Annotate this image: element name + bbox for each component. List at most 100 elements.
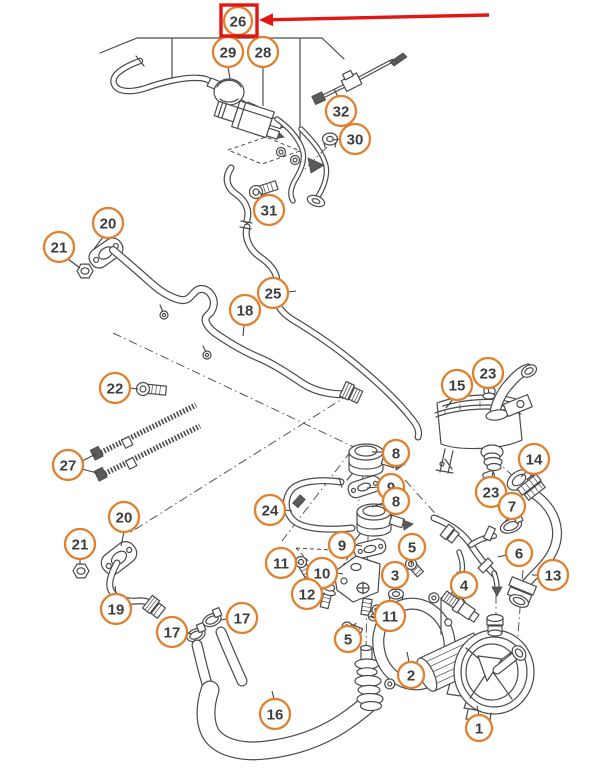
callout-circle-6[interactable]	[504, 538, 534, 568]
part-flange-20b	[100, 541, 138, 575]
callout-circle-25[interactable]	[256, 276, 290, 310]
callout-number: 14	[526, 451, 543, 468]
callout-circle-8[interactable]	[381, 486, 411, 516]
callout-number: 15	[449, 377, 466, 394]
callout-circle-8[interactable]	[381, 438, 411, 468]
callout-leader	[332, 138, 341, 141]
callout-circle-14[interactable]	[517, 442, 551, 476]
callout-11[interactable]: 11	[264, 546, 299, 580]
callout-circle-1[interactable]	[464, 713, 494, 743]
callout-circle-2[interactable]	[396, 660, 426, 690]
callout-11[interactable]: 11	[368, 599, 407, 633]
callout-17[interactable]: 17	[220, 601, 259, 635]
callout-25[interactable]: 25	[256, 276, 297, 310]
callout-circle-15[interactable]	[440, 368, 474, 402]
callout-circle-17[interactable]	[155, 615, 189, 649]
callout-7[interactable]: 7	[497, 491, 527, 523]
callout-9[interactable]: 9	[327, 530, 363, 560]
callout-15[interactable]: 15	[440, 368, 474, 409]
callout-17[interactable]: 17	[155, 615, 193, 649]
callout-circle-24[interactable]	[253, 493, 287, 527]
callout-circle-16[interactable]	[258, 697, 292, 731]
callout-26[interactable]: 26	[222, 5, 254, 46]
callout-5[interactable]: 5	[397, 532, 427, 566]
callout-8[interactable]: 8	[372, 438, 411, 468]
callout-number: 8	[392, 445, 400, 462]
callout-circle-20[interactable]	[91, 206, 125, 240]
callout-31[interactable]: 31	[252, 190, 286, 227]
callout-number: 12	[299, 586, 316, 603]
callout-circle-21[interactable]	[42, 230, 76, 264]
callout-14[interactable]: 14	[517, 442, 551, 478]
part-hose-top	[110, 55, 222, 95]
callout-32[interactable]: 32	[324, 88, 358, 128]
callout-circle-17[interactable]	[225, 601, 259, 635]
callout-circle-31[interactable]	[252, 193, 286, 227]
callout-circle-30[interactable]	[338, 122, 372, 156]
callout-number: 23	[483, 484, 500, 501]
callout-number: 16	[267, 706, 284, 723]
callout-10[interactable]: 10	[305, 556, 344, 590]
callout-circle-11[interactable]	[264, 546, 298, 580]
callout-circle-23[interactable]	[471, 356, 505, 390]
callout-12[interactable]: 12	[290, 577, 326, 611]
callout-19[interactable]: 19	[99, 585, 133, 626]
callout-13[interactable]: 13	[532, 558, 570, 592]
highlight-arrow-shaft	[272, 13, 490, 22]
callout-18[interactable]: 18	[228, 293, 262, 337]
callout-circle-22[interactable]	[98, 371, 132, 405]
callout-3[interactable]: 3	[380, 560, 410, 592]
callout-circle-18[interactable]	[228, 293, 262, 327]
part-sensor-4	[440, 588, 480, 635]
callout-6[interactable]: 6	[497, 538, 534, 568]
callout-28[interactable]: 28	[246, 35, 280, 106]
callout-circle-11[interactable]	[373, 599, 407, 633]
part-cable-ties-27	[89, 402, 202, 482]
callout-16[interactable]: 16	[258, 690, 292, 731]
callout-circle-20[interactable]	[107, 500, 141, 534]
callout-23[interactable]: 23	[474, 471, 508, 509]
callout-2[interactable]: 2	[396, 651, 426, 690]
callout-8[interactable]: 8	[371, 486, 411, 516]
callout-circle-23[interactable]	[474, 475, 508, 509]
callout-22[interactable]: 22	[98, 371, 139, 405]
callout-24[interactable]: 24	[253, 493, 293, 527]
callout-21[interactable]: 21	[63, 527, 97, 564]
callout-5[interactable]: 5	[333, 622, 363, 654]
callout-circle-13[interactable]	[536, 558, 570, 592]
callout-circle-12[interactable]	[290, 577, 324, 611]
callout-29[interactable]: 29	[211, 35, 245, 80]
callout-number: 5	[344, 631, 352, 648]
callout-23[interactable]: 23	[471, 356, 505, 394]
callout-leader	[271, 690, 275, 700]
callout-circle-9[interactable]	[327, 530, 357, 560]
callout-circle-19[interactable]	[99, 592, 133, 626]
callout-30[interactable]: 30	[332, 122, 372, 156]
part-nut-30	[304, 132, 339, 170]
callout-leader	[81, 468, 98, 474]
callout-20[interactable]: 20	[91, 206, 125, 250]
part-hose-13	[506, 473, 563, 608]
callout-circle-5[interactable]	[397, 532, 427, 562]
callout-21[interactable]: 21	[42, 230, 81, 269]
callout-number: 22	[107, 380, 124, 397]
callout-20[interactable]: 20	[107, 500, 141, 547]
callout-circle-4[interactable]	[449, 570, 479, 600]
callout-circle-3[interactable]	[380, 560, 410, 590]
callout-4[interactable]: 4	[449, 570, 479, 603]
callout-leader	[406, 651, 410, 663]
callout-27[interactable]: 27	[51, 448, 98, 482]
part-cable-32	[311, 52, 408, 106]
callout-circle-21[interactable]	[63, 527, 97, 561]
part-plate-10	[333, 555, 381, 617]
callout-circle-28[interactable]	[246, 35, 280, 69]
callout-circle-7[interactable]	[497, 491, 527, 521]
callout-leader	[354, 544, 363, 547]
callout-circle-32[interactable]	[324, 94, 358, 128]
callout-circle-27[interactable]	[51, 448, 85, 482]
callout-1[interactable]: 1	[464, 705, 494, 743]
callout-circle-5[interactable]	[333, 624, 363, 654]
callout-number: 21	[72, 536, 89, 553]
